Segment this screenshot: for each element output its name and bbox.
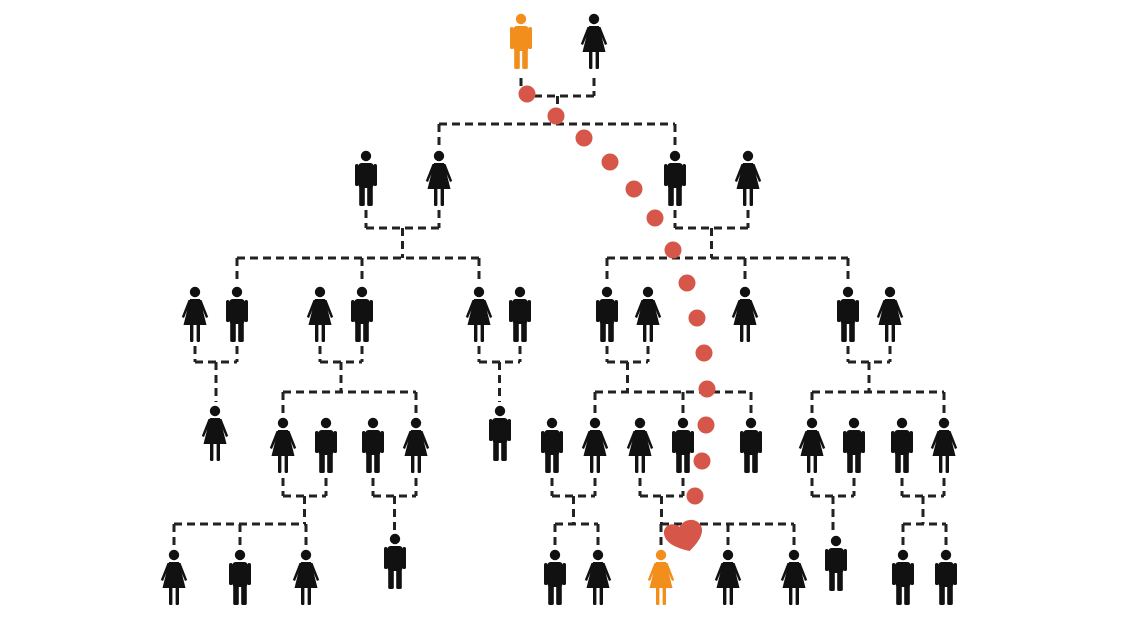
female-figure-icon (584, 549, 612, 605)
connector-lines (172, 78, 948, 546)
people-figures (160, 13, 958, 605)
male-figure-icon (664, 150, 686, 206)
male-figure-icon (355, 150, 377, 206)
female-figure-icon (402, 417, 430, 473)
heart-icon (664, 519, 703, 552)
female-figure-icon (798, 417, 826, 473)
male-figure-icon (843, 417, 865, 473)
male-figure-icon (489, 405, 511, 461)
female-figure-icon (930, 417, 958, 473)
male-figure-icon (229, 549, 251, 605)
female-figure-icon (876, 286, 904, 342)
path-dot (518, 85, 536, 103)
path-dot (698, 380, 716, 398)
path-dot (547, 107, 565, 125)
path-dot (686, 487, 704, 505)
male-figure-icon (226, 286, 248, 342)
male-figure-icon (362, 417, 384, 473)
female-figure-icon (626, 417, 654, 473)
male-figure-icon (384, 533, 406, 589)
female-figure-icon (734, 150, 762, 206)
female-figure-icon (201, 405, 229, 461)
female-figure-icon (581, 417, 609, 473)
male-figure-icon (315, 417, 337, 473)
path-dot (695, 344, 713, 362)
male-figure-icon (541, 417, 563, 473)
female-figure-icon (292, 549, 320, 605)
descent-path (518, 85, 716, 552)
path-dot (678, 274, 696, 292)
male-figure-icon (596, 286, 618, 342)
female-figure-icon (714, 549, 742, 605)
male-figure-icon (740, 417, 762, 473)
female-figure-icon (306, 286, 334, 342)
path-dot (664, 241, 682, 259)
path-dot (575, 129, 593, 147)
male-figure-icon (351, 286, 373, 342)
path-dot (688, 309, 706, 327)
female-figure-icon (580, 13, 608, 69)
female-figure-icon (181, 286, 209, 342)
path-dot (601, 153, 619, 171)
male-figure-icon (891, 417, 913, 473)
path-dot (625, 180, 643, 198)
male-figure-icon (509, 286, 531, 342)
male-figure-icon (825, 535, 847, 591)
male-figure-icon (837, 286, 859, 342)
male-figure-icon (892, 549, 914, 605)
female-figure-icon (780, 549, 808, 605)
female-figure-icon (160, 549, 188, 605)
path-dot (697, 416, 715, 434)
path-dot (646, 209, 664, 227)
female-figure-icon (465, 286, 493, 342)
female-figure-icon (269, 417, 297, 473)
female-figure-icon (634, 286, 662, 342)
male-figure-icon (544, 549, 566, 605)
male-figure-icon (672, 417, 694, 473)
female-figure-icon (425, 150, 453, 206)
female-figure-icon (731, 286, 759, 342)
male-figure-icon (935, 549, 957, 605)
male-figure-icon (510, 13, 532, 69)
path-dot (693, 452, 711, 470)
female-figure-icon (647, 549, 675, 605)
